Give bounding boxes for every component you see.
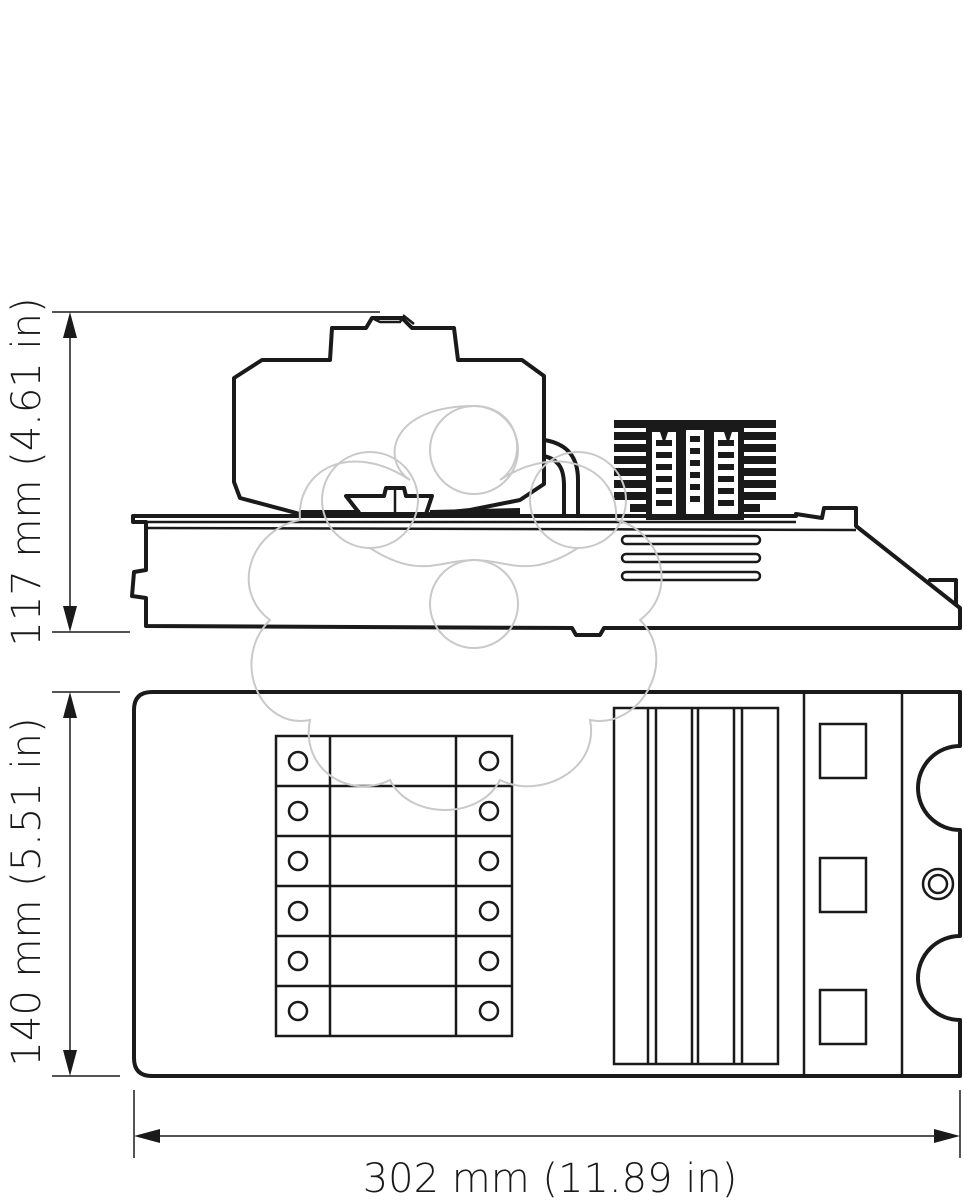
top-view [132, 690, 962, 1078]
top-window [818, 722, 868, 780]
watermark-logo [247, 404, 663, 811]
side-cable-inner [542, 454, 566, 516]
top-screw [921, 867, 955, 901]
top-housing [132, 690, 962, 1078]
top-heatsink [612, 706, 780, 1066]
dimension-label-height-top: 140 mm (5.51 in) [4, 717, 50, 1066]
side-top-latch [371, 314, 415, 325]
side-heatsink [614, 420, 776, 520]
dimension-label-height-side: 117 mm (4.61 in) [4, 297, 50, 646]
top-window [818, 988, 868, 1046]
side-clip-feet [300, 510, 360, 518]
dimension-label-width: 302 mm (11.89 in) [363, 1156, 738, 1200]
side-clip-feet-2 [430, 508, 520, 518]
top-window [818, 856, 868, 914]
side-vent-slot [620, 570, 762, 582]
side-cable [542, 438, 580, 516]
top-screw-inner [927, 873, 949, 895]
side-vent-slot [620, 552, 762, 564]
side-nose-tab [928, 578, 958, 606]
side-vent-slot [620, 534, 762, 546]
side-driver-box [232, 316, 546, 516]
dimension-height-top [52, 691, 120, 1077]
dimension-height-side [52, 311, 380, 633]
dimension-width [133, 1090, 961, 1158]
top-terminal-block [274, 734, 514, 1038]
side-housing-seam-2 [145, 526, 857, 532]
side-housing [130, 506, 962, 637]
side-view [130, 314, 962, 637]
side-bottom-clip [344, 486, 434, 516]
